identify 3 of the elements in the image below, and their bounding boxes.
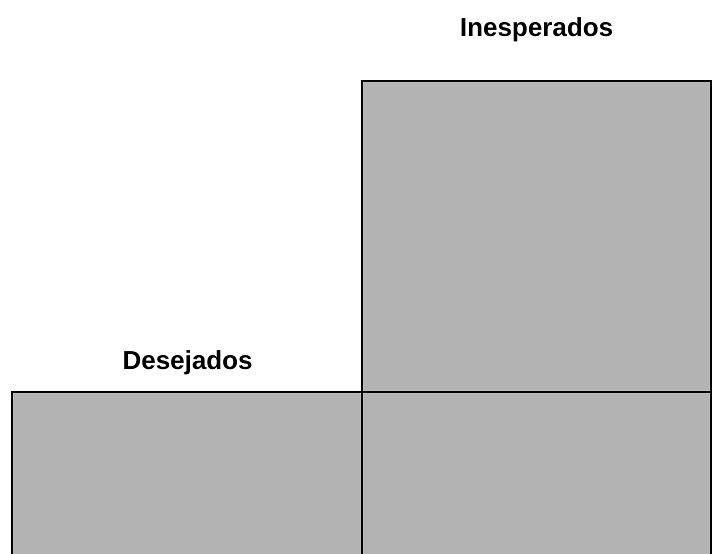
quadrant-heading: Inesperados: [458, 12, 614, 43]
quadrant-box: [361, 391, 712, 554]
quadrant-heading: Desejados: [121, 345, 254, 376]
